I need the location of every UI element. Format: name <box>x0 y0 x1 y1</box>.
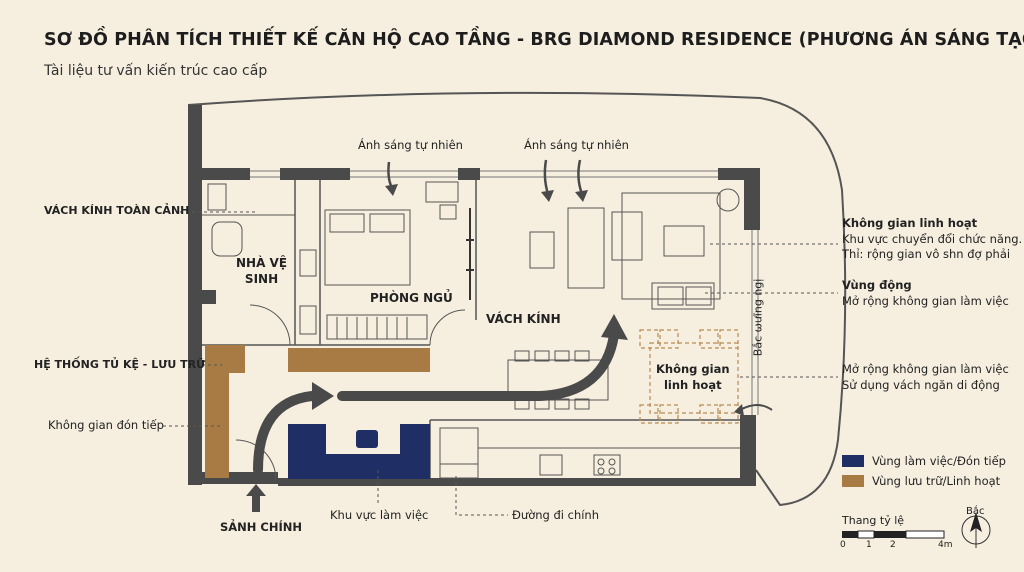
scale-tick-0: 0 <box>840 540 846 550</box>
bathroom-fixtures <box>202 183 317 346</box>
glass-partition <box>466 208 474 300</box>
bedroom-label: PHÒNG NGỦ <box>370 291 453 305</box>
storage-cabinets <box>205 345 430 478</box>
bathroom-label-line1: NHÀ VỆ <box>236 256 288 270</box>
lobby-label: SẢNH CHÍNH <box>220 520 303 534</box>
entrance-door <box>235 439 277 481</box>
kitchen <box>439 427 740 479</box>
workspace-desk <box>288 424 430 479</box>
glass-partition-label: VÁCH KÍNH <box>486 312 561 326</box>
scale-bar <box>842 530 945 539</box>
flex-zone <box>639 329 739 424</box>
circulation-path <box>253 330 619 475</box>
flex-desc-line1: Khu vực chuyển đổi chức năng. <box>842 231 1023 246</box>
main-path-label: Đường đi chính <box>512 508 600 522</box>
workspace-label: Khu vực làm việc <box>330 508 429 522</box>
scale-label: Thang tỷ lệ <box>842 514 905 527</box>
extend-desc-line1: Mở rộng không gian làm việc <box>842 362 1009 376</box>
extend-desc-block: Mở rộng không gian làm việc Sử dụng vách… <box>842 362 1009 393</box>
page-subtitle: Tài liệu tư vấn kiến trúc cao cấp <box>44 63 268 79</box>
living-furniture <box>507 188 740 410</box>
balcony-outline <box>187 91 847 507</box>
legend-storage-swatch <box>842 475 864 487</box>
light-label-1: Ánh sáng tự nhiên <box>358 138 463 152</box>
leader-lines <box>163 211 838 516</box>
reception-label: Không gian đón tiếp <box>48 418 164 432</box>
flex-zone-label: Không gian linh hoạt <box>656 362 730 393</box>
active-zone-title: Vùng động <box>842 278 912 292</box>
outer-walls <box>188 105 760 486</box>
window-glazing <box>250 170 759 415</box>
bathroom-label: NHÀ VỆ SINH <box>236 255 287 287</box>
north-arrow-icon <box>961 512 991 548</box>
arrow-heads <box>246 314 628 512</box>
scale-tick-2: 2 <box>890 540 896 550</box>
flex-zone-label-line1: Không gian <box>656 362 730 376</box>
flex-desc-title: Không gian linh hoạt <box>842 216 978 230</box>
north-label: Bắc <box>966 506 985 517</box>
light-label-2: Ánh sáng tự nhiên <box>524 138 629 152</box>
flex-desc-line2: Thỉ: rộng gian vô shn đợ phải <box>842 247 1011 262</box>
scale-tick-1: 1 <box>866 540 872 550</box>
bathroom-label-line2: SINH <box>244 272 279 287</box>
extend-desc-line2: Sử dụng vách ngăn di động <box>842 377 1000 392</box>
legend-work: Vùng làm việc/Đón tiếp <box>842 454 1006 468</box>
page-title: SƠ ĐỒ PHÂN TÍCH THIẾT KẾ CĂN HỘ CAO TẦNG… <box>44 30 1024 50</box>
flex-desc-block: Không gian linh hoạt Khu vực chuyển đổi … <box>842 216 1022 263</box>
balcony-label: Bắc ωưĩng ngị <box>751 278 765 357</box>
legend-work-swatch <box>842 455 864 467</box>
glass-wall-label: VÁCH KÍNH TOÀN CẢNH <box>44 204 190 217</box>
flex-zone-label-line2: linh hoạt <box>663 377 722 392</box>
legend-storage-label: Vùng lưu trữ/Linh hoạt <box>872 474 1001 488</box>
legend-work-label: Vùng làm việc/Đón tiếp <box>872 454 1006 468</box>
bedroom-furniture <box>324 181 466 346</box>
scale-tick-4m: 4m <box>938 540 953 550</box>
active-zone-desc: Mở rộng không gian làm việc <box>842 293 1009 308</box>
active-zone-block: Vùng động Mở rộng không gian làm việc <box>842 278 1009 309</box>
legend-storage: Vùng lưu trữ/Linh hoạt <box>842 474 1000 488</box>
balcony-arrow <box>739 404 773 411</box>
storage-label: HỆ THỐNG TỦ KỆ - LƯU TRỮ <box>34 358 206 371</box>
